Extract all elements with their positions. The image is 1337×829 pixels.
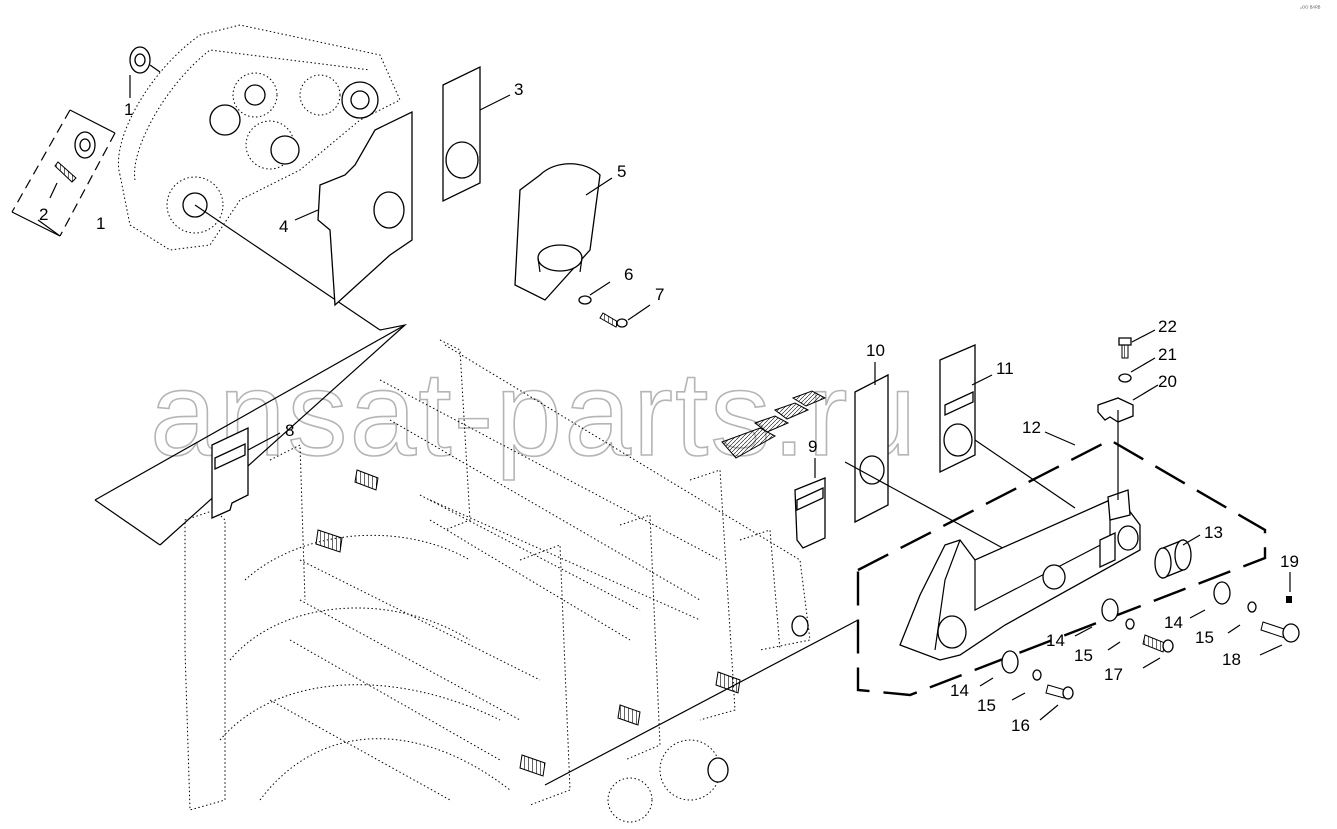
part-20-bracket	[1097, 384, 1159, 500]
part-15-washer-b	[1227, 601, 1257, 634]
part-3-cover	[442, 65, 511, 203]
part-4-plate	[294, 110, 413, 307]
callout-15-a: 15	[1074, 646, 1093, 665]
callout-2: 2	[39, 205, 48, 224]
support-beam	[899, 489, 1141, 661]
callout-11: 11	[996, 359, 1014, 378]
callout-14-b: 14	[1164, 613, 1183, 632]
callout-10: 10	[866, 341, 885, 360]
callout-13: 13	[1204, 523, 1223, 542]
part-21-washer	[1118, 357, 1156, 383]
part-8-plate	[211, 426, 281, 520]
callout-9: 9	[808, 437, 817, 456]
callout-labels: 1 1 2 3 4 5 6 7 8 9 10 11 12 13 14 14 14…	[39, 80, 1299, 735]
part-17-bolt	[1142, 634, 1174, 669]
callout-21: 21	[1158, 345, 1177, 364]
shim-pieces	[721, 390, 827, 459]
part-1-nut	[129, 46, 161, 98]
part-18-bolt	[1259, 621, 1300, 656]
callout-12: 12	[1022, 418, 1041, 437]
part-2-kit	[11, 109, 116, 237]
part-7-screw	[599, 304, 651, 328]
callout-7: 7	[655, 285, 664, 304]
part-10-plate	[844, 362, 1011, 553]
leader-frame-corner	[94, 499, 161, 546]
part-22-screw	[1118, 329, 1156, 359]
callout-20: 20	[1158, 372, 1177, 391]
callout-22: 22	[1158, 317, 1177, 336]
callout-15-c: 15	[977, 696, 996, 715]
rotor-frame-assembly	[184, 339, 811, 823]
callout-16: 16	[1011, 716, 1030, 735]
callout-8: 8	[285, 421, 294, 440]
part-11-plate	[939, 344, 1076, 509]
part-16-bolt	[1039, 684, 1074, 721]
part-15-washer-c	[1011, 669, 1042, 701]
callout-15-b: 15	[1195, 628, 1214, 647]
part-9-plate	[794, 458, 826, 549]
part-13-bushing	[1154, 534, 1201, 579]
callout-14-c: 14	[950, 681, 969, 700]
callout-1-top: 1	[124, 100, 133, 119]
callout-6: 6	[624, 265, 633, 284]
callout-5: 5	[617, 162, 626, 181]
part-6-washer	[578, 281, 611, 305]
gearbox-housing	[118, 24, 401, 331]
leader-gearbox-frame-2	[94, 324, 406, 501]
corner-mark: ▫ᴼᴼ ᴮᴬᴿᴮ	[1300, 4, 1321, 12]
callout-4: 4	[279, 217, 288, 236]
callout-17: 17	[1104, 665, 1123, 684]
callout-1-kit: 1	[96, 214, 105, 233]
callout-14-a: 14	[1046, 631, 1065, 650]
part-14-washer-c	[979, 650, 1019, 687]
part-19-pin	[1286, 572, 1292, 603]
part-12-assembly	[544, 431, 1267, 786]
part-15-washer-a	[1107, 618, 1135, 651]
part-5-housing	[514, 163, 613, 301]
part-14-washer-b	[1189, 581, 1231, 619]
callout-19: 19	[1280, 552, 1299, 571]
part-14-washer-a	[1074, 598, 1119, 637]
watermark-text: ansat-parts.ru	[150, 347, 918, 481]
callout-18: 18	[1222, 650, 1241, 669]
callout-3: 3	[514, 80, 523, 99]
